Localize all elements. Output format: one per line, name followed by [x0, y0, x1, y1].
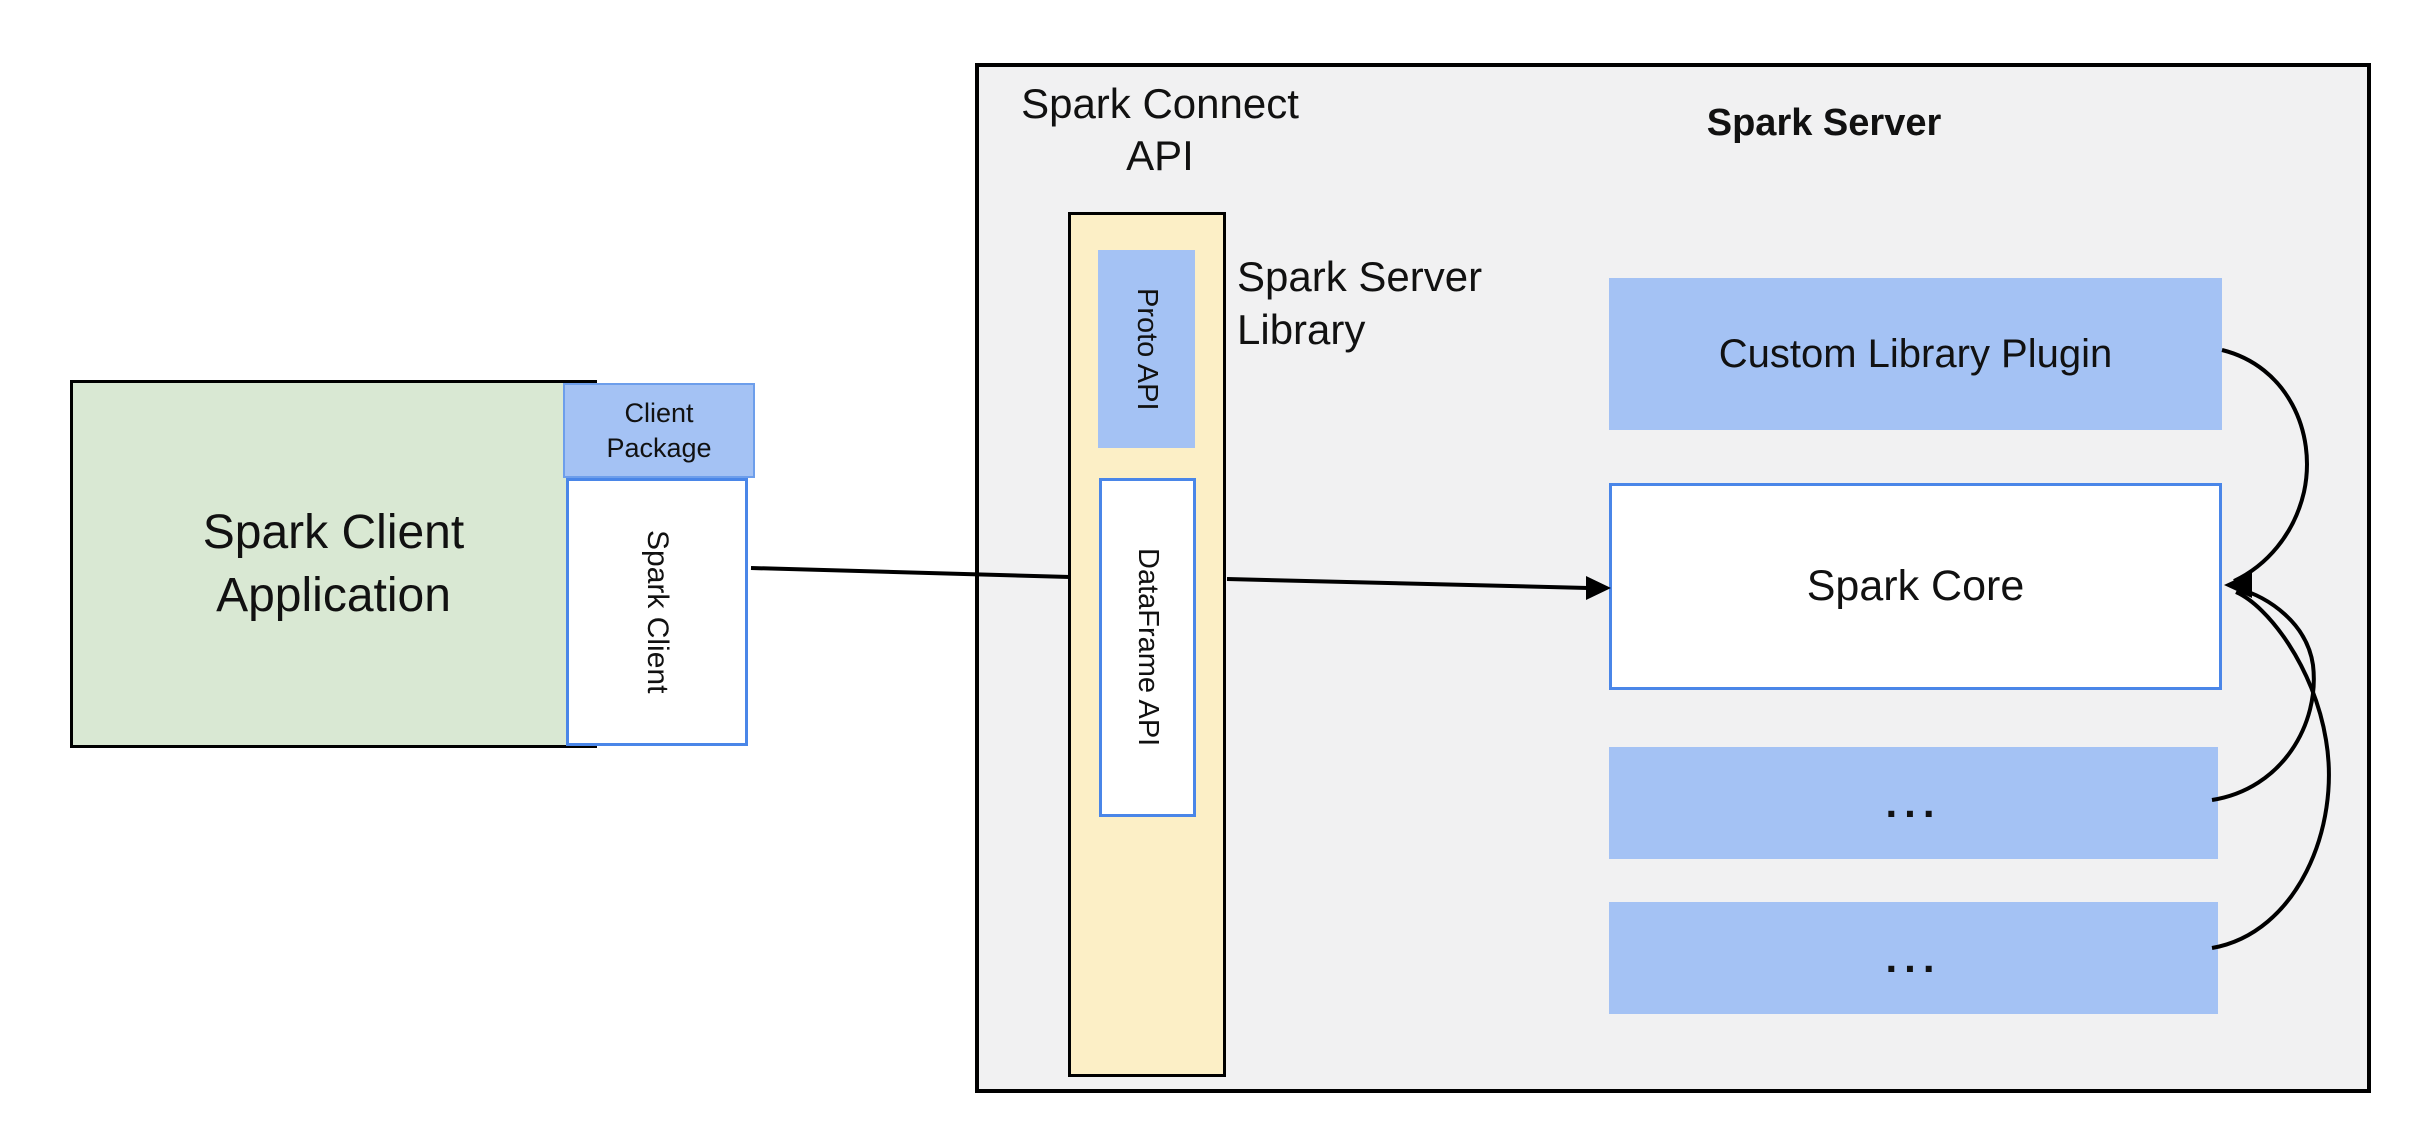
extra-library-box-1-label: ...	[1885, 779, 1942, 826]
extra-library-box-2-label: ...	[1885, 934, 1942, 981]
spark-core-label: Spark Core	[1806, 562, 2025, 610]
custom-library-plugin-box: Custom Library Plugin	[1609, 278, 2222, 430]
spark-server-title: Spark Server	[1609, 100, 2039, 146]
spark-client-label: Spark Client	[641, 530, 674, 694]
spark-server-library-label: Spark Server Library	[1237, 250, 1537, 356]
spark-client-application-label: Spark Client Application	[202, 506, 465, 622]
spark-client-box: Spark Client	[566, 478, 748, 746]
spark-connect-api-label-text: Spark Connect API	[1021, 80, 1299, 179]
extra-library-box-2: ...	[1609, 902, 2218, 1014]
dataframe-api-box: DataFrame API	[1099, 478, 1196, 817]
proto-api-box: Proto API	[1098, 250, 1195, 448]
extra-library-box-1: ...	[1609, 747, 2218, 859]
custom-library-plugin-label: Custom Library Plugin	[1718, 331, 2113, 376]
dataframe-api-label: DataFrame API	[1132, 548, 1164, 747]
proto-api-label: Proto API	[1131, 287, 1163, 411]
client-package-box: Client Package	[563, 383, 755, 478]
spark-core-box: Spark Core	[1609, 483, 2222, 690]
spark-server-library-label-text: Spark Server Library	[1237, 253, 1483, 353]
spark-server-title-text: Spark Server	[1706, 102, 1942, 144]
spark-client-application-box: Spark Client Application	[70, 380, 597, 748]
spark-connect-api-label: Spark Connect API	[1010, 78, 1310, 182]
client-package-label: Client Package	[606, 397, 712, 463]
